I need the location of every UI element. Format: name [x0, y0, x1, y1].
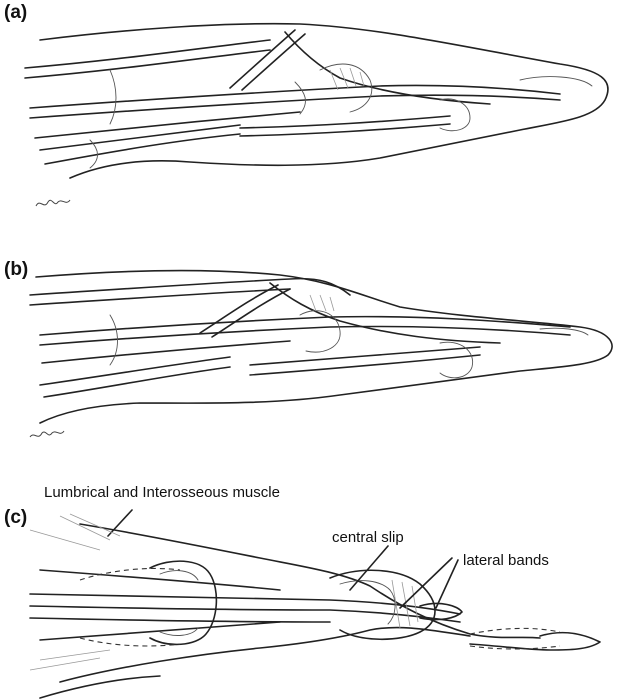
lateral-bands-label: lateral bands	[463, 552, 549, 569]
finger-illustration-a	[0, 0, 627, 230]
central-slip-label: central slip	[332, 529, 404, 546]
muscle-caption: Lumbrical and Interosseous muscle	[44, 484, 280, 501]
finger-illustration-b	[0, 255, 627, 455]
finger-illustration-c	[0, 510, 627, 700]
